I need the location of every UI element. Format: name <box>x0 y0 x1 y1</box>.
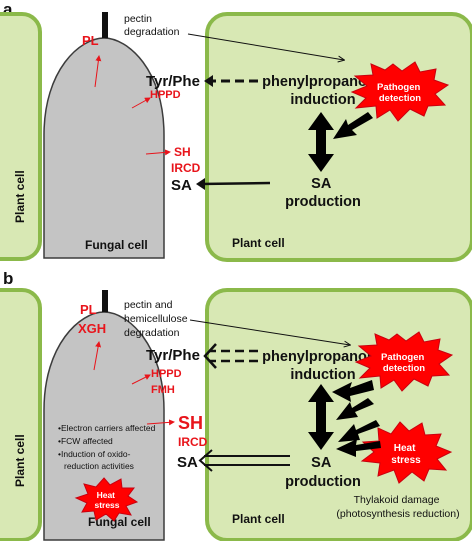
pectin-arrow-a <box>187 33 344 60</box>
panel-a: a Plant cell Fungal cell Plant cell pect… <box>0 0 472 262</box>
fungal-effects-list: •Electron carriers affected •FCW affecte… <box>58 423 158 471</box>
sa-left-label-b: SA <box>177 454 198 471</box>
plant-cell-label-b: Plant cell <box>232 512 285 526</box>
thylakoid-label: Thylakoid damage (photosynthesis reducti… <box>336 494 459 520</box>
sh-label-b: SH <box>178 413 203 433</box>
sa-arrow-a <box>199 181 271 186</box>
sh-label-a: SH <box>174 145 191 159</box>
pectin-arrow-b <box>189 319 350 345</box>
pathogen-to-sa-arrow-b <box>336 398 374 420</box>
hppd-arrow-a <box>131 97 151 109</box>
pl-arrow-b <box>93 341 102 371</box>
phenylpropanoid-label-b: phenylpropanoid induction <box>262 349 384 383</box>
pathogen-label-a: Pathogen detection <box>377 82 423 104</box>
pathogen-label-b: Pathogen detection <box>381 352 427 374</box>
fungal-cell-b <box>43 311 165 541</box>
hppd-arrow-b <box>131 374 151 385</box>
xgh-label-b: XGH <box>78 321 106 336</box>
sa-arrowhead-a <box>196 178 205 190</box>
panel-a-letter: a <box>3 0 13 19</box>
pathogen-to-pathway-arrow-a <box>333 112 373 139</box>
pathogen-to-phenyl-arrow-b <box>332 380 374 402</box>
double-arrow-b <box>308 384 334 450</box>
sa-arrowhead-b <box>198 449 213 472</box>
pathogen-burst-a <box>350 61 450 122</box>
pectin-label-b: pectin and hemicellulose degradation <box>124 299 191 339</box>
ircd-label-b: IRCD <box>178 435 208 449</box>
phenylpropanoid-label-a: phenylpropanoid induction <box>262 74 384 108</box>
tyrphe-label-b: Tyr/Phe <box>146 347 200 364</box>
panel-b: b Plant cell Fungal cell Plant cell pect… <box>0 269 472 542</box>
pectin-label-a: pectin degradation <box>124 13 180 38</box>
fmh-label-b: FMH <box>151 384 175 396</box>
sa-production-label-a: SA production <box>285 176 361 210</box>
sh-arrow-b <box>146 419 175 426</box>
pl-arrow-a <box>94 55 102 88</box>
panel-b-letter: b <box>3 269 13 288</box>
heat-burst-fungal <box>74 477 139 522</box>
tyrphe-label-a: Tyr/Phe <box>146 73 200 90</box>
hypha-stalk-b <box>102 290 108 312</box>
heat-to-sa-arrow-b <box>336 439 381 457</box>
double-arrow-a <box>308 112 334 172</box>
tyrphe-arrowhead-b <box>203 343 217 369</box>
heat-burst-right <box>360 421 453 484</box>
heat-to-phenyl-arrow-b <box>338 420 380 442</box>
sh-arrow-a <box>145 149 171 156</box>
hppd-label-b: HPPD <box>151 368 182 380</box>
pathogen-burst-b <box>354 331 454 392</box>
heat-label-fungal: Heat stress <box>94 490 119 510</box>
heat-label-right: Heat stress <box>391 443 421 466</box>
left-plant-cell-a <box>0 12 42 261</box>
hypha-stalk-a <box>102 12 108 38</box>
pl-label-a: PL <box>82 33 99 48</box>
ircd-label-a: IRCD <box>171 161 201 175</box>
left-plant-cell-label-a: Plant cell <box>13 170 27 223</box>
fungal-cell-label-a: Fungal cell <box>85 238 148 252</box>
plant-cell-label-a: Plant cell <box>232 236 285 250</box>
left-plant-cell-label-b: Plant cell <box>13 434 27 487</box>
fungal-cell-a <box>43 37 165 259</box>
sa-left-label-a: SA <box>171 177 192 194</box>
sa-production-label-b: SA production <box>285 455 361 490</box>
fungal-cell-label-b: Fungal cell <box>88 515 151 529</box>
hppd-label-a: HPPD <box>150 89 181 101</box>
tyrphe-arrowhead-a <box>204 75 213 87</box>
left-plant-cell-b <box>0 288 42 542</box>
pl-label-b: PL <box>80 302 97 317</box>
